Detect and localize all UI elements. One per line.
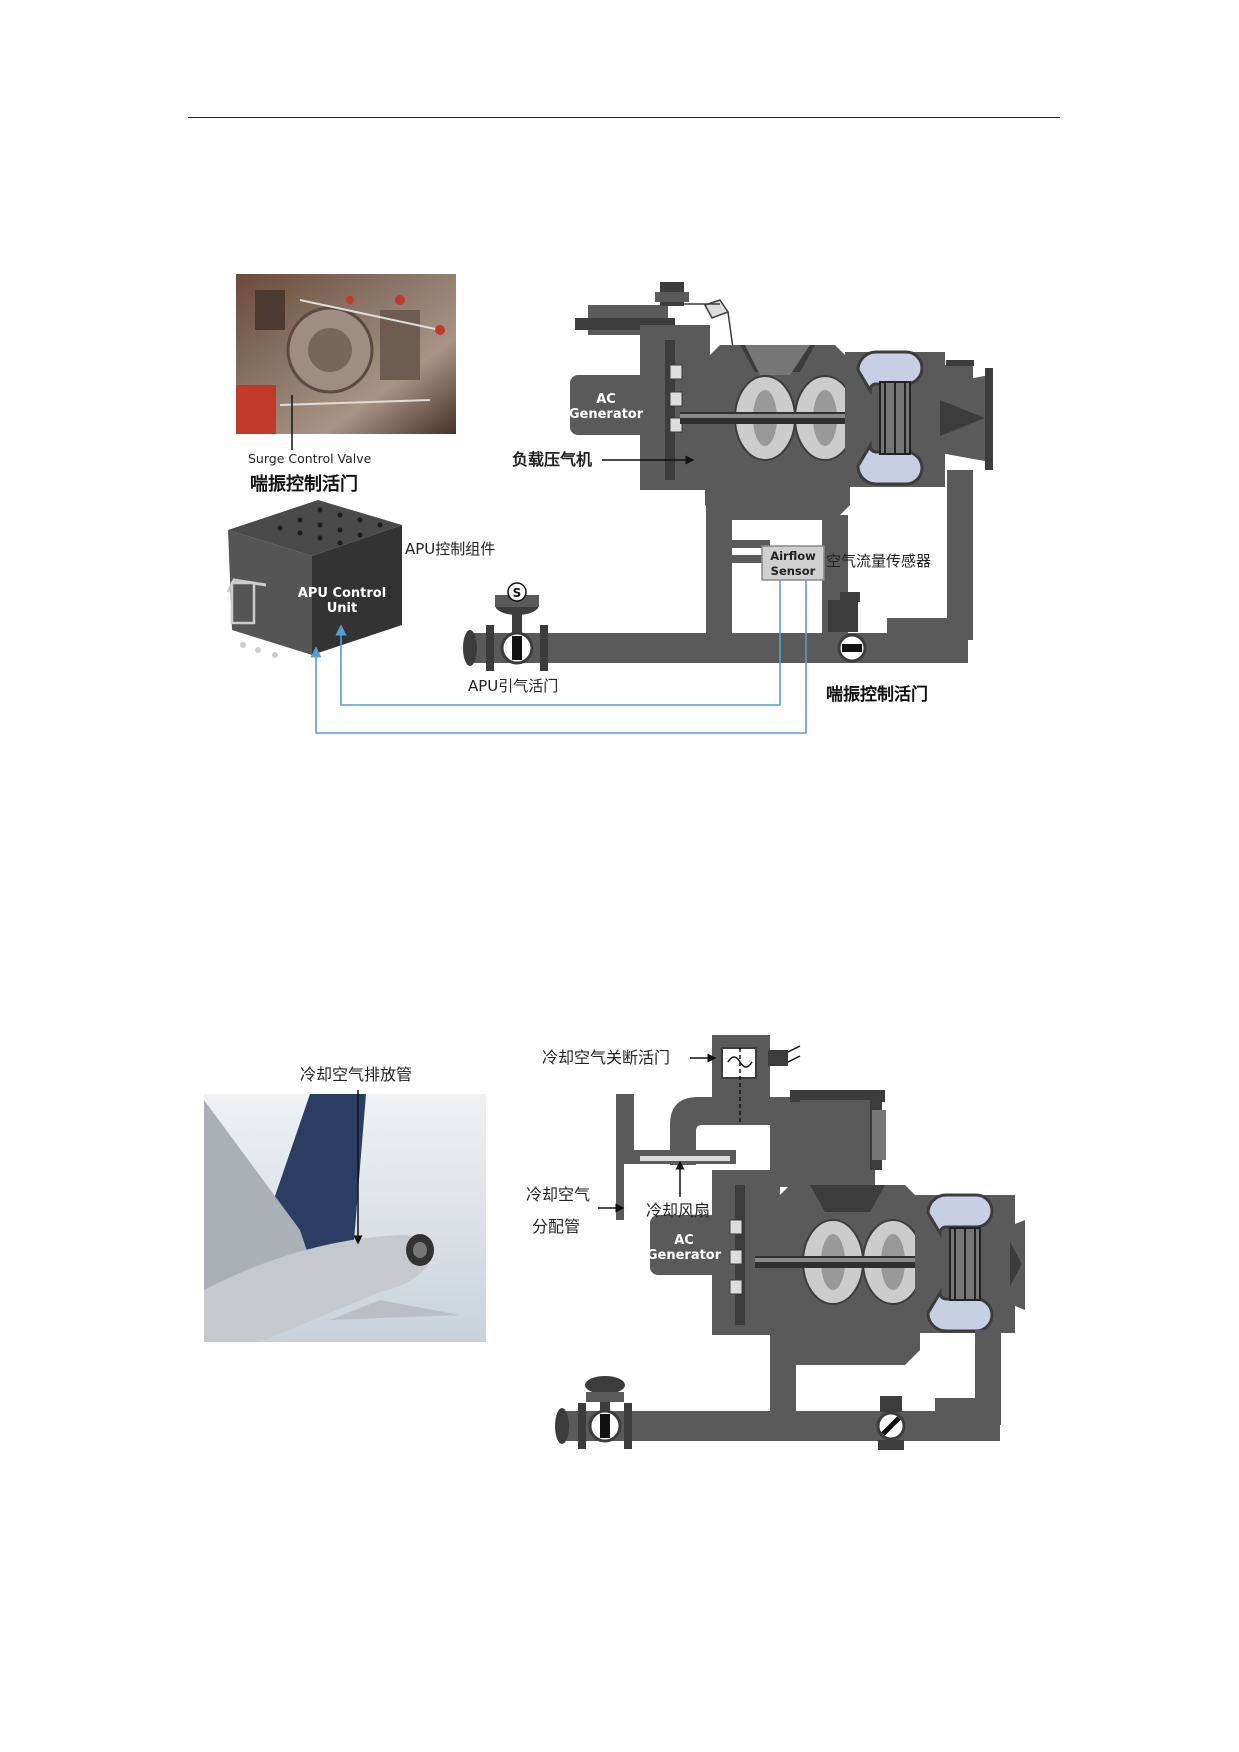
airflow-sensor-label-1: Airflow [770, 549, 816, 563]
diagram-surge-control: Surge Control Valve 喘振控制活门 APU Control U… [226, 274, 993, 734]
airflow-sensor-box [761, 545, 825, 581]
surge-valve-label: 喘振控制活门 [250, 473, 358, 495]
apu-control-unit [226, 500, 402, 658]
apu-engine-schematic [463, 282, 993, 671]
distribution-pipe-label-1: 冷却空气 [526, 1185, 590, 1204]
aircraft-tail-photo [204, 1094, 486, 1342]
diagram-cooling-air: 冷却空气排放管 [204, 1035, 1025, 1450]
ac-generator-label-2: Generator [569, 407, 644, 422]
header-rule [188, 117, 1060, 118]
apu-cooling-schematic [555, 1035, 1025, 1450]
airflow-sensor-cn-label: 空气流量传感器 [826, 552, 931, 570]
airflow-sensor-label-2: Sensor [771, 564, 816, 578]
photo-caption: Surge Control Valve [248, 451, 372, 466]
load-compressor-label: 负载压气机 [512, 450, 592, 469]
exhaust-duct-label: 冷却空气排放管 [300, 1065, 412, 1084]
shutoff-valve-label: 冷却空气关断活门 [542, 1048, 670, 1067]
ac-generator-label-4: Generator [647, 1248, 722, 1263]
distribution-pipe-label-2: 分配管 [532, 1217, 580, 1236]
surge-valve-label-2: 喘振控制活门 [826, 684, 928, 705]
signal-lines [310, 580, 807, 734]
apu-bleed-valve-label: APU引气活门 [468, 677, 558, 695]
apu-control-unit-label-1: APU Control [298, 586, 386, 601]
surge-valve-photo [236, 274, 456, 450]
ac-generator-label-1: AC [596, 392, 616, 407]
cooling-fan-label: 冷却风扇 [646, 1201, 710, 1220]
apu-control-unit-label-2: Unit [327, 601, 357, 616]
solenoid-mark: S [513, 586, 522, 600]
ac-generator-label-3: AC [674, 1233, 694, 1248]
apu-control-assembly-label: APU控制组件 [405, 540, 495, 558]
